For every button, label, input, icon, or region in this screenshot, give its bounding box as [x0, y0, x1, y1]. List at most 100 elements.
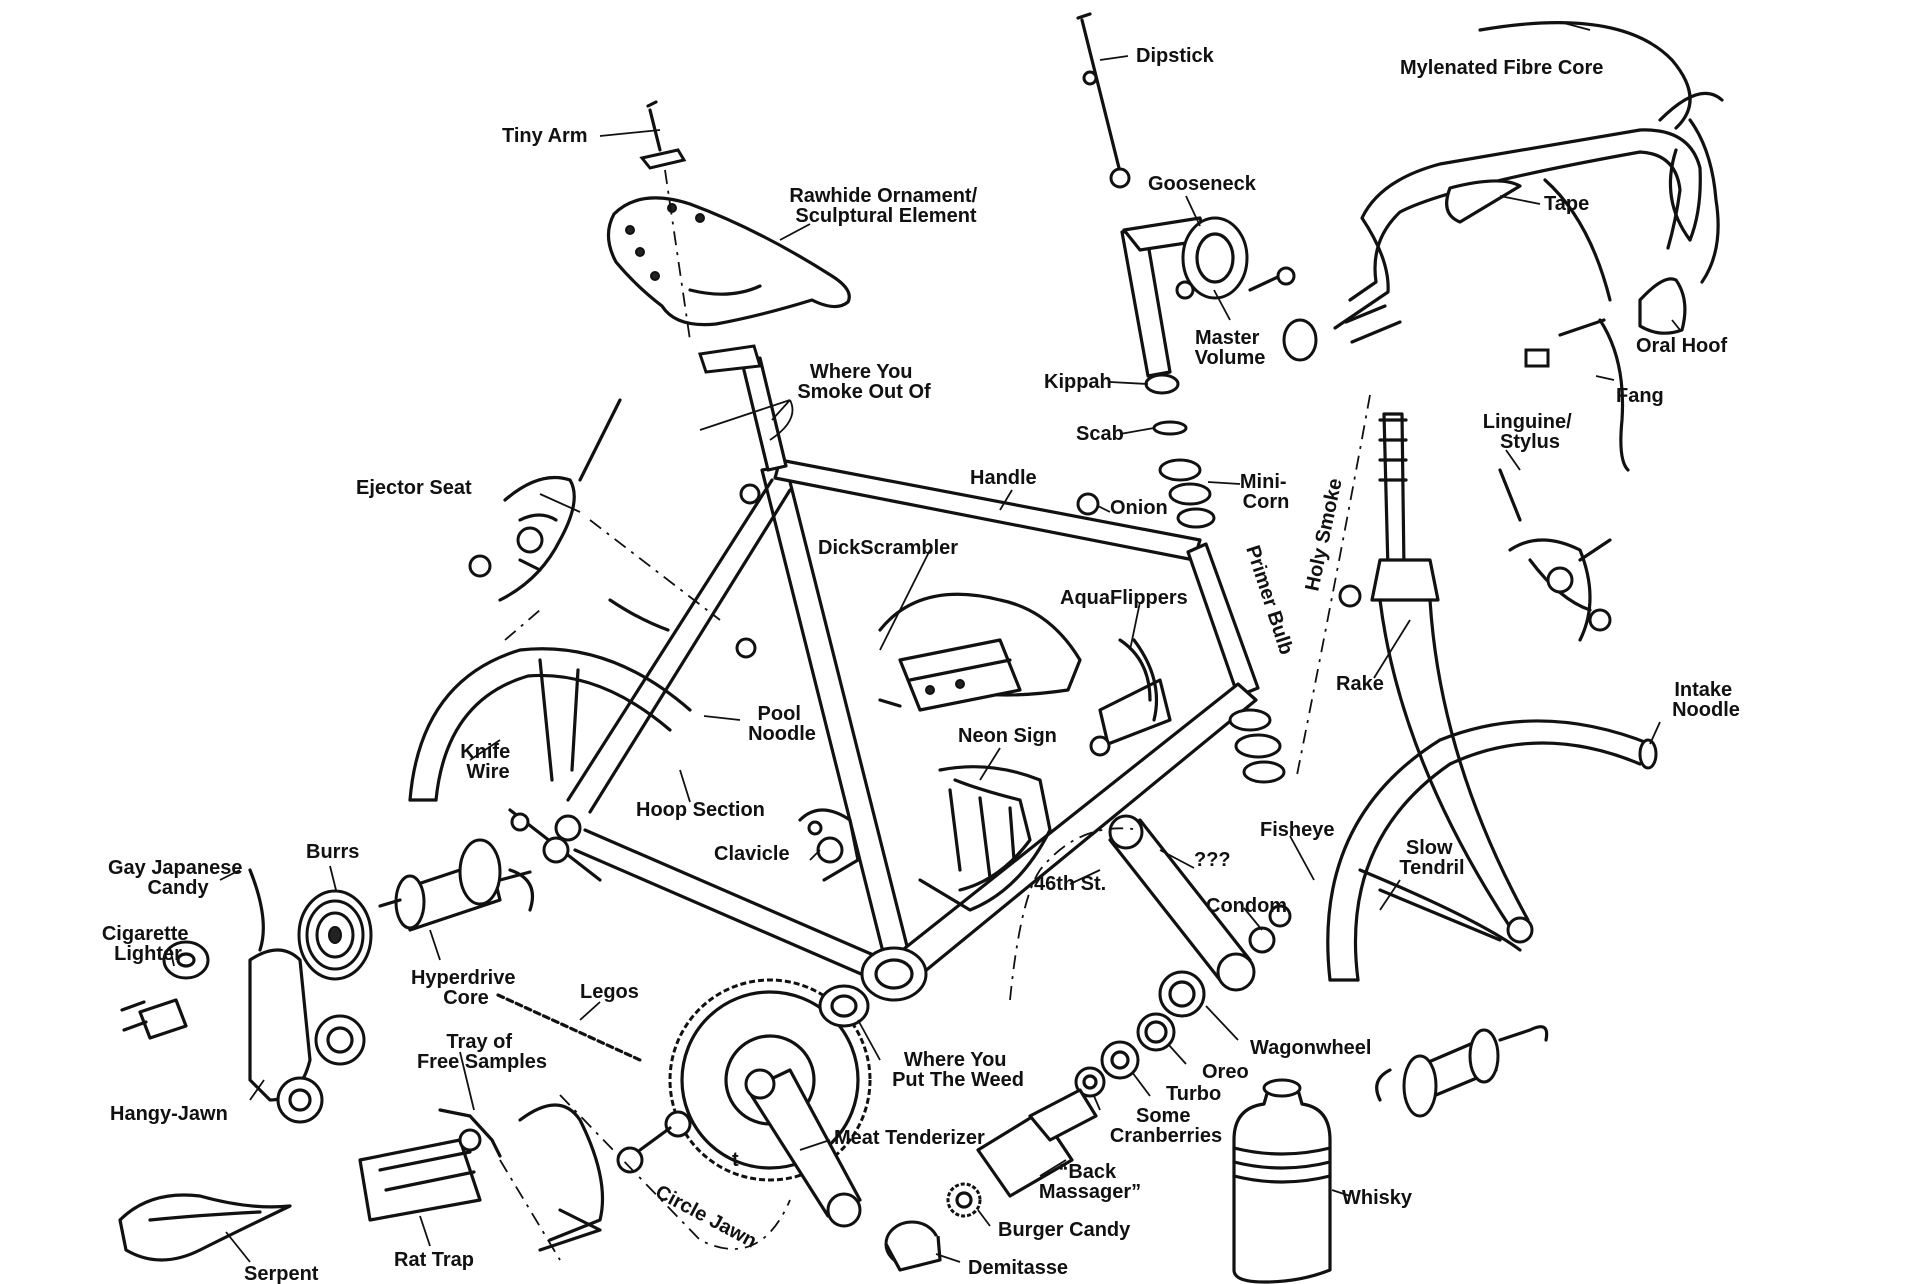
meat-tenderizer-chainring [668, 978, 872, 1228]
label-chainring-mark: t [732, 1149, 739, 1171]
saddle [606, 196, 851, 327]
gay-japanese-candy-washer [162, 940, 210, 980]
label-serpent: Serpent [244, 1263, 319, 1284]
dipstick-bolt [1076, 12, 1131, 189]
legos-chain [496, 993, 642, 1062]
head-tube [1186, 542, 1260, 698]
label-slow-tendril: Slow Tendril [1399, 837, 1464, 879]
rat-trap-pedal [358, 1108, 502, 1222]
label-fisheye: Fisheye [1260, 819, 1334, 841]
cigarette-lighter-bolt [120, 998, 188, 1040]
leader-lines [169, 21, 1681, 1263]
label-pool-noodle: Pool Noodle [748, 703, 816, 745]
label-intake-noodle: Intake Noodle [1672, 679, 1740, 721]
label-burger-candy: Burger Candy [998, 1219, 1131, 1241]
label-rake: Rake [1336, 673, 1384, 695]
front-hub [1375, 1025, 1549, 1118]
rear-dropout [554, 814, 582, 842]
46th-st-crank-arm [1108, 814, 1256, 992]
label-46th-st: 46th St. [1034, 873, 1106, 895]
label-gay-japanese-candy: Gay Japanese Candy [108, 857, 248, 899]
rear-fender [408, 647, 692, 802]
label-legos: Legos [580, 981, 639, 1003]
label-demitasse: Demitasse [968, 1257, 1068, 1279]
label-whisky: Whisky [1342, 1187, 1413, 1209]
oreo-cup [1136, 1012, 1176, 1052]
label-rawhide-ornament: Rawhide Ornament/ Sculptural Element [789, 185, 982, 227]
label-oreo: Oreo [1202, 1061, 1249, 1083]
cranberries-bearings [1074, 1066, 1106, 1098]
back-massager-spindle [976, 1088, 1098, 1198]
label-handle: Handle [970, 467, 1037, 489]
label-hyperdrive-core: Hyperdrive Core [411, 967, 521, 1009]
front-brake-caliper [1338, 468, 1612, 642]
label-tape: Tape [1544, 193, 1589, 215]
label-some-cranberries: Some Cranberries [1110, 1105, 1222, 1147]
brake-lever [1524, 118, 1720, 472]
label-condom: Condom [1206, 895, 1287, 917]
label-holy-smoke: Holy Smoke [1301, 476, 1346, 593]
seatpost [698, 344, 788, 472]
bar-end-plug [1282, 318, 1318, 362]
label-master-volume: Master Volume [1195, 327, 1266, 369]
kippah-washer [1144, 373, 1180, 395]
oral-hoof-hood [1638, 277, 1687, 335]
handlebar [1282, 91, 1724, 362]
demitasse-cup [884, 1220, 942, 1272]
dickscrambler-pedal [878, 592, 1082, 712]
condom-bolt [1248, 926, 1276, 954]
front-fork [1370, 412, 1534, 944]
label-question-marks: ??? [1194, 849, 1231, 871]
label-dipstick: Dipstick [1136, 45, 1215, 67]
aquaflippers-shifters [1089, 638, 1172, 757]
bottom-bracket-shell [860, 946, 928, 1002]
burrs-cassette [297, 889, 373, 981]
label-aquaflippers: AquaFlippers [1060, 587, 1188, 609]
wagonwheel-lockring [1158, 970, 1206, 1018]
bottom-bracket-parts [1074, 904, 1292, 1098]
headset-stack [1076, 373, 1286, 784]
label-rat-trap: Rat Trap [394, 1249, 474, 1271]
label-where-you-put-the-weed: Where You Put The Weed [892, 1049, 1024, 1091]
label-gooseneck: Gooseneck [1148, 173, 1257, 195]
label-neon-sign: Neon Sign [958, 725, 1057, 747]
toe-clip [518, 1103, 605, 1252]
label-burrs: Burrs [306, 841, 359, 863]
mini-corn-race [1158, 458, 1202, 482]
rear-brake-caliper [468, 398, 622, 602]
label-scab: Scab [1076, 423, 1124, 445]
label-turbo: Turbo [1166, 1083, 1221, 1105]
label-kippah: Kippah [1044, 371, 1112, 393]
rear-skewer [508, 808, 602, 882]
neon-sign-bottle-cage [918, 765, 1052, 912]
label-oral-hoof: Oral Hoof [1636, 335, 1727, 357]
label-cigarette-lighter: Cigarette Lighter [102, 923, 194, 965]
clavicle-derailleur [798, 808, 860, 882]
label-mylenated-fibre-core: Mylenated Fibre Core [1400, 57, 1603, 79]
label-hoop-section: Hoop Section [636, 799, 765, 821]
burger-candy-ring [946, 1182, 982, 1218]
turbo-cup [1100, 1040, 1140, 1080]
label-dickscrambler: DickScrambler [818, 537, 958, 559]
label-ejector-seat: Ejector Seat [356, 477, 472, 499]
label-where-you-smoke-out-of: Where You Smoke Out Of [797, 361, 931, 403]
label-clavicle: Clavicle [714, 843, 790, 865]
label-back-massager: “Back Massager” [1039, 1161, 1141, 1203]
mylenated-fibre-core-cable [1478, 21, 1692, 130]
front-fender [1326, 719, 1658, 982]
where-you-put-the-weed-ring [818, 984, 870, 1028]
label-fang: Fang [1616, 385, 1664, 407]
label-tray-of-free-samples: Tray of Free Samples [417, 1031, 547, 1073]
label-tiny-arm: Tiny Arm [502, 125, 588, 147]
label-linguine-stylus: Linguine/ Stylus [1483, 411, 1577, 453]
hyperdrive-core-hub [378, 838, 535, 932]
label-mini-corn: Mini- Corn [1240, 471, 1292, 513]
onion-nut [1076, 492, 1100, 516]
label-meat-tenderizer: Meat Tenderizer [834, 1127, 985, 1149]
whisky-bottle [1232, 1078, 1332, 1284]
serpent-strap [118, 1193, 292, 1262]
seat-stay [566, 478, 774, 802]
label-wagonwheel: Wagonwheel [1250, 1037, 1371, 1059]
hangy-jawn-derailleur [248, 868, 366, 1124]
